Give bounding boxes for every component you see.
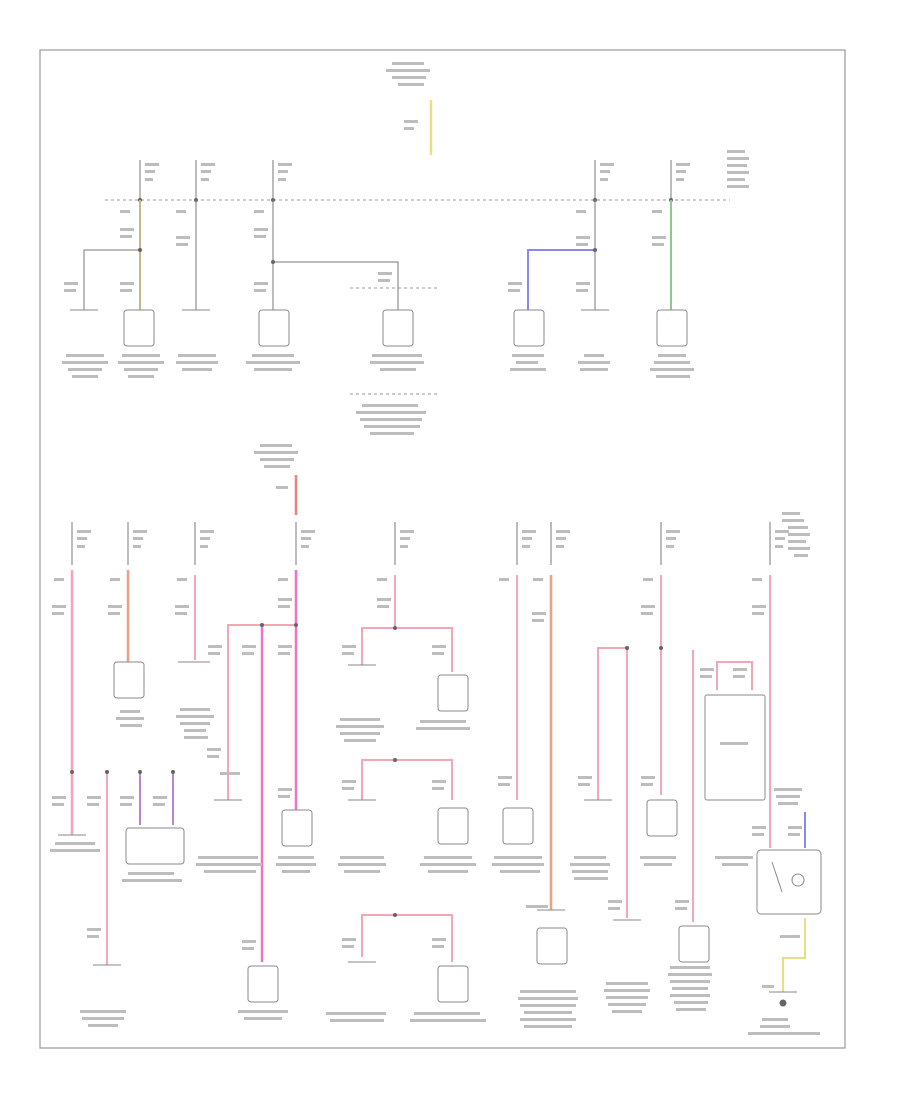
top-branch-wires xyxy=(64,200,672,310)
connector-top-5 xyxy=(382,309,414,347)
diagram-frame xyxy=(39,49,846,1049)
bottom-power-feed xyxy=(254,444,298,515)
connector-bottom-5 xyxy=(437,807,469,845)
bottom-wire-annotations xyxy=(52,578,802,988)
bottom-components xyxy=(58,661,822,1003)
connector-bottom-8 xyxy=(536,927,568,965)
top-fuse-taps xyxy=(138,160,690,202)
bottom-fuse-taps xyxy=(71,512,810,565)
bottom-component-captions xyxy=(50,708,820,1035)
top-components xyxy=(62,309,694,435)
connector-top-2 xyxy=(123,309,155,347)
top-bus-bar xyxy=(105,150,749,201)
switch-unit xyxy=(756,849,822,915)
connector-top-6 xyxy=(513,309,545,347)
connector-bottom-2 xyxy=(437,674,469,712)
connector-bottom-9 xyxy=(678,925,710,963)
bottom-branch-wires xyxy=(70,570,806,1007)
connector-bottom-1 xyxy=(113,661,145,699)
connector-bottom-3 xyxy=(125,827,185,865)
connector-bottom-11 xyxy=(437,965,469,1003)
connector-top-8 xyxy=(656,309,688,347)
connector-bottom-4 xyxy=(281,809,313,847)
connector-bottom-7 xyxy=(646,799,678,837)
top-power-feed xyxy=(386,62,433,155)
connector-top-4 xyxy=(258,309,290,347)
connector-bottom-10 xyxy=(247,965,279,1003)
connector-bottom-6 xyxy=(502,807,534,845)
control-module-box xyxy=(704,694,766,801)
